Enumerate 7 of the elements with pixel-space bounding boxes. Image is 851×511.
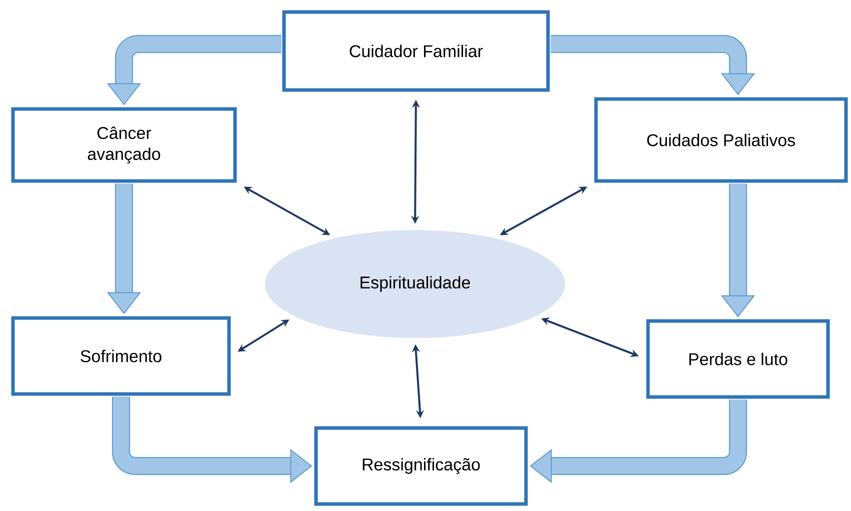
process-box: Cuidador Familiar <box>282 10 550 92</box>
process-box: Cuidados Paliativos <box>594 97 848 183</box>
process-box: Perdas e luto <box>646 319 830 399</box>
process-box: Câncer avançado <box>11 107 237 183</box>
ellipse-node: Espiritualidade <box>265 230 565 338</box>
process-box: Sofrimento <box>11 316 231 396</box>
process-box: Ressignificação <box>314 426 528 506</box>
